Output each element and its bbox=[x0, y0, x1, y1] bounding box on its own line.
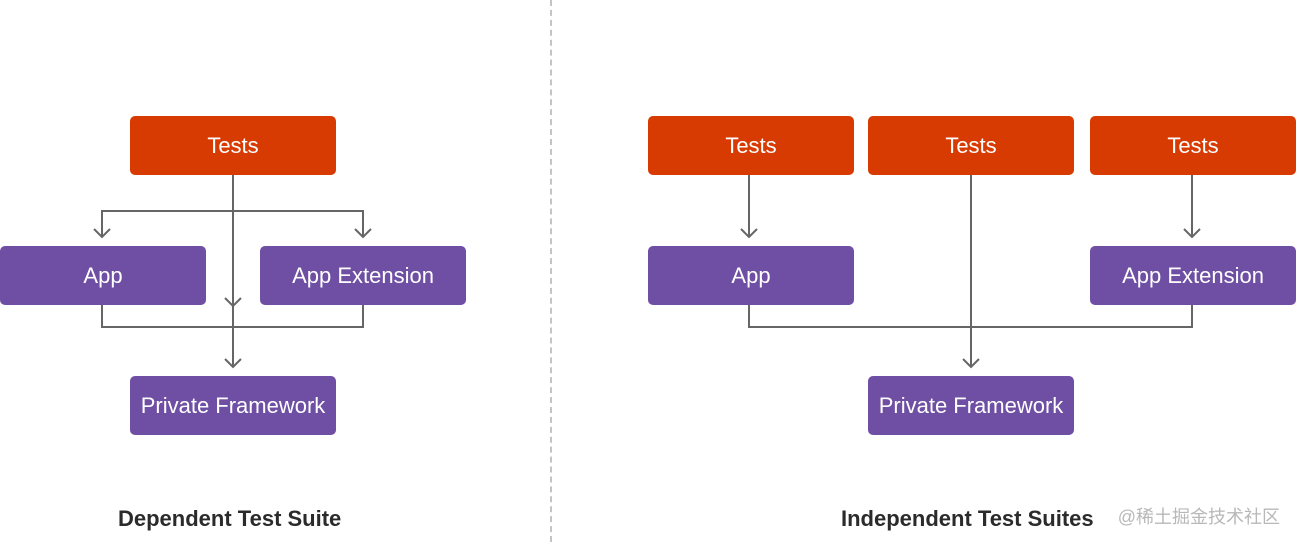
components-merge-line bbox=[101, 305, 364, 328]
right-connectors bbox=[740, 175, 1201, 369]
components-merge-line-right bbox=[748, 305, 1193, 328]
arrowhead-app-right bbox=[740, 228, 758, 239]
right-app-extension-box: App Extension bbox=[1090, 246, 1296, 305]
arrowhead-framework bbox=[224, 358, 242, 369]
right-private-framework-box: Private Framework bbox=[868, 376, 1074, 435]
right-caption: Independent Test Suites bbox=[841, 506, 1094, 531]
tests-to-app-branch bbox=[101, 210, 364, 237]
arrowhead-framework-right bbox=[962, 358, 980, 369]
left-app-box: App bbox=[0, 246, 206, 305]
arrowhead-extension-right bbox=[1183, 228, 1201, 239]
right-tests-box-1: Tests bbox=[648, 116, 854, 175]
left-connectors bbox=[93, 175, 372, 369]
left-tests-box: Tests bbox=[130, 116, 336, 175]
watermark: @稀土掘金技术社区 bbox=[1117, 507, 1280, 527]
left-caption: Dependent Test Suite bbox=[118, 506, 342, 531]
arrowhead-app bbox=[93, 228, 111, 239]
arrowhead-app-extension bbox=[354, 228, 372, 239]
section-divider bbox=[550, 0, 552, 542]
left-private-framework-box: Private Framework bbox=[130, 376, 336, 435]
right-app-box: App bbox=[648, 246, 854, 305]
right-tests-box-3: Tests bbox=[1090, 116, 1296, 175]
arrowhead-tests-direct bbox=[224, 297, 242, 308]
right-tests-box-2: Tests bbox=[868, 116, 1074, 175]
left-app-extension-box: App Extension bbox=[260, 246, 466, 305]
